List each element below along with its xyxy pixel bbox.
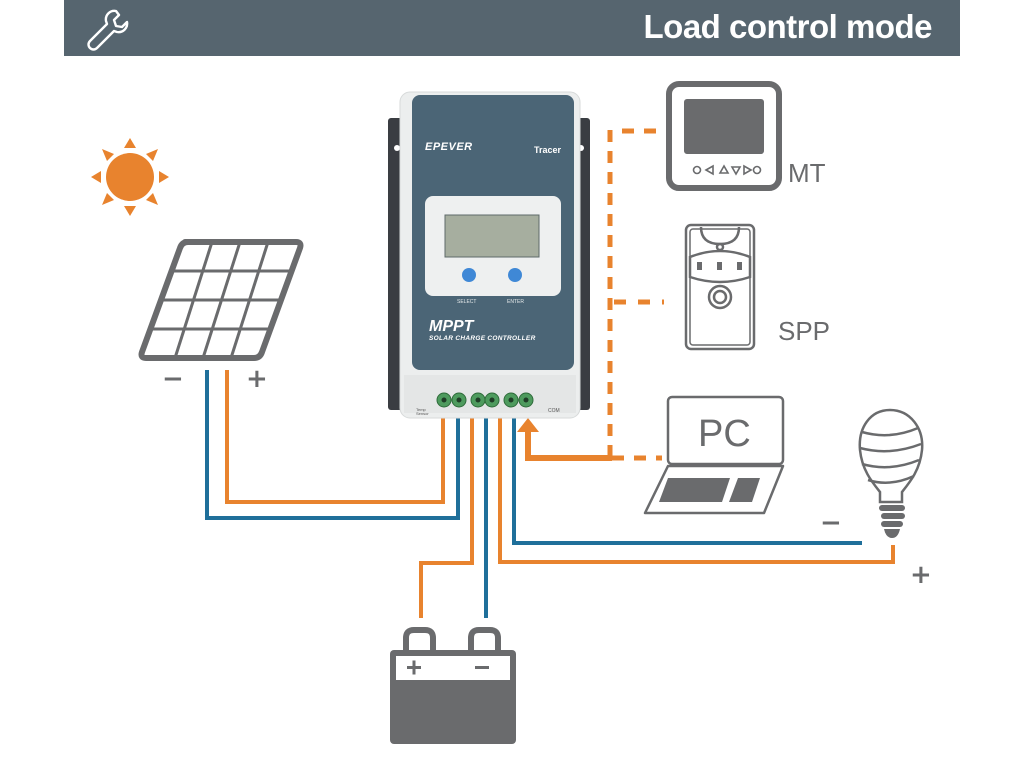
sun-icon (91, 138, 169, 216)
solar-negative-sign: − (162, 364, 184, 394)
com-port-label: COM (548, 408, 560, 414)
model-name: Tracer (534, 145, 562, 155)
light-bulb-icon (858, 408, 924, 538)
battery-positive-wire (419, 418, 474, 618)
pc-label: PC (698, 413, 751, 455)
select-label: SELECT (457, 299, 477, 305)
header-bar: Load control mode (64, 0, 960, 56)
page-title: Load control mode (643, 8, 933, 45)
solar-negative-wire (205, 370, 460, 520)
wrench-icon (87, 9, 129, 51)
enter-button (508, 268, 522, 282)
controller-subtitle: SOLAR CHARGE CONTROLLER (429, 335, 536, 342)
battery-icon (390, 627, 516, 744)
brand-logo: EPEVER (425, 141, 473, 153)
controller-type: MPPT (429, 318, 474, 335)
solar-panel-icon (138, 239, 304, 361)
temp-sensor-label: Temp Sensor (416, 407, 429, 416)
com-arrow-head (517, 418, 539, 432)
surge-protector-icon (684, 223, 756, 351)
select-button (462, 268, 476, 282)
laptop-icon (643, 395, 785, 515)
remote-meter-icon (666, 81, 782, 191)
load-negative-wire (512, 418, 862, 545)
solar-positive-sign: + (246, 364, 268, 394)
load-negative-sign: − (820, 508, 842, 538)
enter-label: ENTER (507, 299, 524, 305)
com-arrow-line (525, 430, 612, 461)
load-positive-sign: + (910, 560, 932, 590)
solar-positive-wire (225, 370, 445, 504)
mt-label: MT (788, 158, 826, 188)
charge-controller (388, 91, 590, 419)
wires (205, 128, 895, 618)
load-positive-wire (498, 418, 895, 564)
spp-label: SPP (778, 316, 831, 346)
